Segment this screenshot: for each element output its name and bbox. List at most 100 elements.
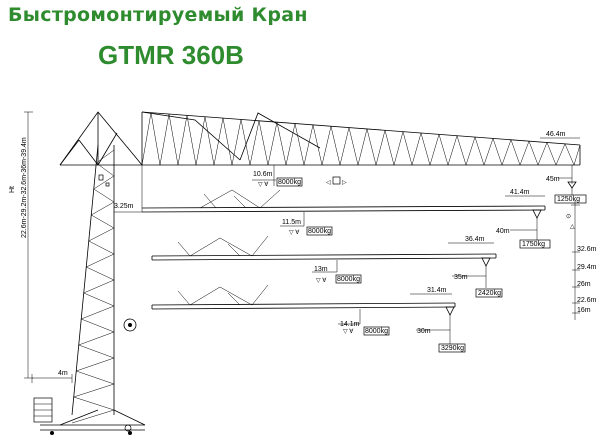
ht-label: Ht [9, 186, 16, 193]
lattice-member [88, 240, 115, 255]
lattice-member [474, 137, 485, 166]
mid-load-2: 8000kg [308, 228, 331, 235]
lattice-member [73, 396, 115, 411]
height-26: 26m [577, 281, 591, 288]
lattice-member [402, 131, 413, 166]
svg-text:△: △ [570, 224, 575, 230]
lattice-member [573, 144, 581, 166]
lattice-member [195, 116, 206, 166]
lattice-member [429, 134, 440, 166]
lattice-member [321, 126, 332, 166]
jib-length-4: 31.4m [427, 287, 447, 294]
model-name: GTMR 360B [98, 40, 244, 70]
height-22-6: 22.6m [577, 297, 597, 304]
lattice-member [204, 116, 215, 166]
tip-radius-1: 45m [546, 176, 560, 183]
lattice-member [78, 331, 115, 346]
height-stack: ⊙ △ 32.6m 29.4m 26m 22.6m 16m [566, 200, 597, 320]
lattice-member [537, 142, 548, 166]
config-3: 36.4m 35m 2420kg 13m 8000kg ▽ ∀ [151, 235, 503, 298]
lattice-member [492, 138, 503, 166]
lattice-member [438, 134, 449, 166]
mid-radius-3: 13m [314, 266, 328, 273]
tip-radius-2: 40m [496, 228, 510, 235]
tower-mast [71, 144, 137, 424]
mid-radius-2: 11.5m [282, 219, 301, 226]
svg-text:▽ ∀: ▽ ∀ [289, 229, 300, 236]
lattice-member [73, 383, 115, 398]
tip-load-4: 3290kg [441, 345, 464, 352]
mid-radius-1: 10.6m [253, 171, 273, 178]
height-values-label: 22.6m-29.2m-32.6m-36m-39.4m [21, 137, 28, 238]
lattice-member [240, 119, 251, 166]
title-russian: Быстромонтируемый Кран [8, 4, 308, 26]
tip-load-1: 1250kg [557, 196, 580, 203]
lattice-member [258, 120, 269, 166]
lattice-member [510, 139, 521, 166]
mid-load-4: 8000kg [365, 328, 388, 335]
svg-text:▽ ∀: ▽ ∀ [316, 277, 327, 284]
lattice-member [71, 409, 115, 424]
lattice-member [348, 127, 359, 166]
lattice-member [91, 201, 115, 216]
lattice-member [375, 130, 386, 166]
lattice-member [501, 139, 512, 166]
height-29-4: 29.4m [577, 264, 597, 271]
lattice-member [81, 305, 115, 320]
lattice-member [186, 115, 197, 166]
lattice-member [83, 292, 115, 307]
lattice-member [420, 132, 431, 166]
lattice-member [339, 127, 350, 166]
tip-load-2: 1750kg [522, 241, 545, 248]
lattice-member [447, 135, 458, 166]
lattice-member [91, 214, 115, 229]
svg-text:▷: ▷ [342, 180, 347, 186]
jib-length-2: 41.4m [510, 189, 530, 196]
lattice-member [81, 318, 115, 333]
lattice-member [76, 357, 115, 372]
jib-length-3: 36.4m [465, 236, 485, 243]
config-1: 46.4m 45m 1250kg 10.6m 8000kg ▽ ∀ ◁ ▷ [252, 131, 587, 204]
main-jib [141, 111, 581, 189]
lattice-member [528, 141, 539, 166]
lattice-member [222, 118, 233, 166]
lattice-member [177, 115, 188, 166]
lattice-member [285, 123, 296, 166]
svg-text:▽ ∀: ▽ ∀ [258, 181, 269, 188]
lattice-member [93, 175, 115, 190]
lattice-member [294, 123, 305, 166]
lattice-member [564, 143, 575, 166]
config-2: 41.4m 40m 1750kg 11.5m 8000kg ▽ ∀ [141, 189, 551, 249]
mid-load-1: 8000kg [278, 179, 301, 186]
lattice-member [86, 253, 115, 268]
lattice-member [76, 370, 115, 385]
lattice-member [519, 141, 530, 166]
lattice-member [213, 118, 224, 166]
lattice-member [411, 132, 422, 166]
lattice-member [141, 112, 152, 166]
jib-length-1: 46.4m [546, 131, 566, 138]
tower-offset-dim: 3.25m [114, 165, 143, 213]
tower-head [59, 111, 143, 166]
lattice-member [88, 227, 115, 242]
lattice-member [249, 120, 260, 166]
lattice-member [312, 124, 323, 166]
lattice-member [150, 112, 161, 166]
lattice-member [303, 124, 314, 166]
lattice-member [483, 138, 494, 166]
lattice-member [456, 135, 467, 166]
lattice-member [78, 344, 115, 359]
height-16: 16m [577, 307, 591, 314]
lattice-member [330, 126, 341, 166]
svg-text:▽ ∀: ▽ ∀ [343, 328, 354, 335]
tip-radius-4: 30m [417, 328, 431, 335]
lattice-member [384, 130, 395, 166]
offset-label: 3.25m [114, 203, 134, 210]
lattice-member [276, 122, 287, 166]
lattice-member [357, 128, 368, 166]
lattice-member [93, 188, 115, 203]
mid-load-3: 8000kg [337, 276, 360, 283]
config-4: 31.4m 30m 3290kg 14.1m 8000kg ▽ ∀ [151, 284, 466, 353]
tip-radius-3: 35m [454, 274, 468, 281]
